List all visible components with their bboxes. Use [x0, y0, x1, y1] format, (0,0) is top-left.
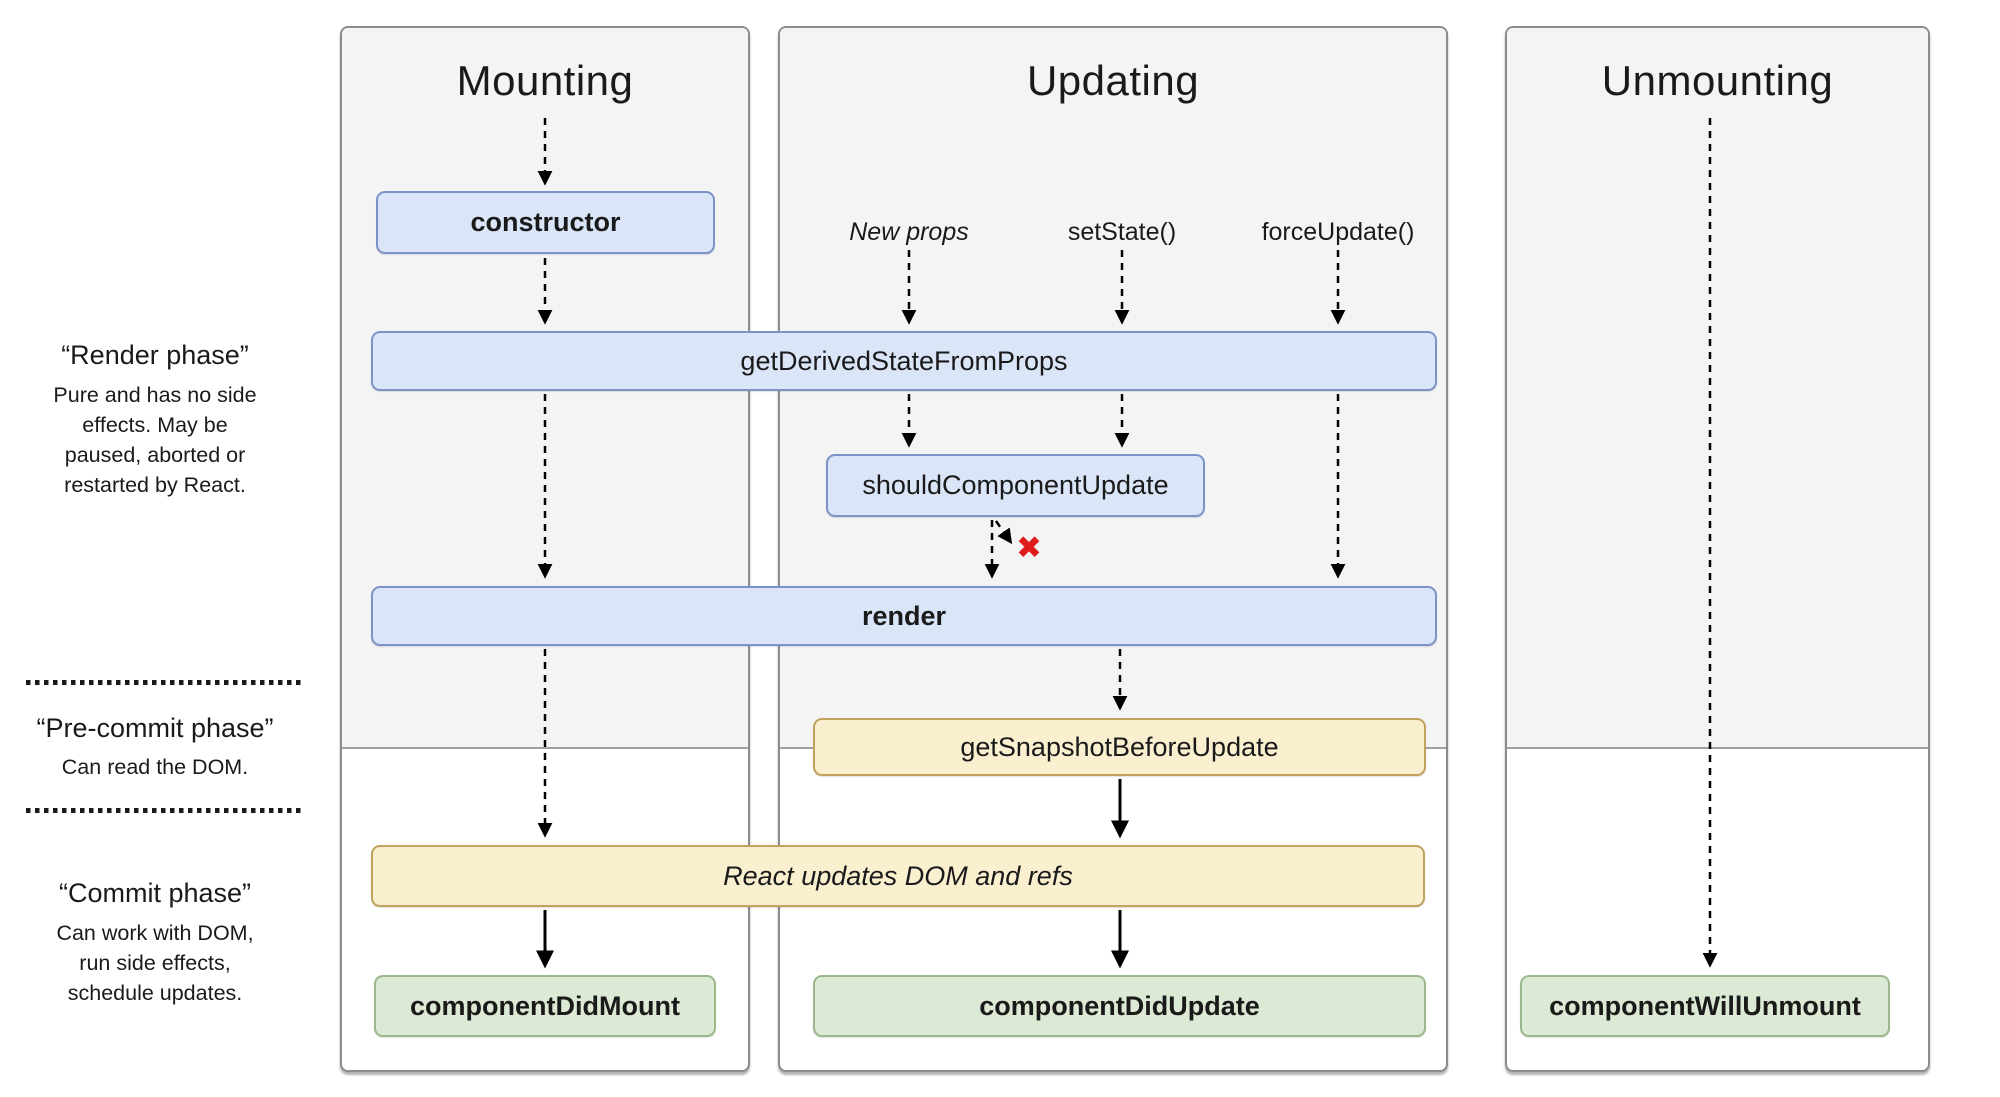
column-title-updating: Updating [1026, 57, 1200, 104]
phase-separator [26, 680, 304, 685]
column-title-unmounting: Unmounting [1601, 57, 1834, 104]
commit-phase-description: Can work with DOM, run side effects, sch… [56, 921, 254, 1005]
render-phase-background [1507, 28, 1928, 749]
get-snapshot-before-update-box[interactable]: getSnapshotBeforeUpdate [813, 718, 1426, 776]
should-component-update-box[interactable]: shouldComponentUpdate [826, 454, 1205, 517]
pre-commit-phase-description: Can read the DOM. [61, 755, 249, 779]
commit-phase-label: “Commit phase” [58, 878, 252, 908]
constructor-box[interactable]: constructor [376, 191, 715, 254]
reject-update-icon: ✖ [1016, 530, 1042, 565]
component-did-update-box[interactable]: componentDidUpdate [813, 975, 1426, 1037]
component-will-unmount-box[interactable]: componentWillUnmount [1520, 975, 1890, 1037]
column-title-mounting: Mounting [456, 57, 634, 104]
arrow-scu-to-reject [994, 520, 1013, 545]
get-derived-state-from-props-box[interactable]: getDerivedStateFromProps [371, 331, 1437, 391]
render-phase-description: Pure and has no side effects. May be pau… [53, 383, 257, 497]
react-updates-dom-box: React updates DOM and refs [371, 845, 1425, 907]
render-phase-label: “Render phase” [61, 340, 249, 370]
force-update-label[interactable]: forceUpdate() [1261, 218, 1415, 246]
render-box[interactable]: render [371, 586, 1437, 646]
pre-commit-phase-label: “Pre-commit phase” [36, 713, 274, 743]
component-did-mount-box[interactable]: componentDidMount [374, 975, 716, 1037]
panel-unmounting: Unmounting [1505, 26, 1930, 1072]
set-state-label[interactable]: setState() [1067, 218, 1177, 246]
phase-separator [26, 808, 304, 813]
new-props-label: New props [849, 218, 969, 246]
